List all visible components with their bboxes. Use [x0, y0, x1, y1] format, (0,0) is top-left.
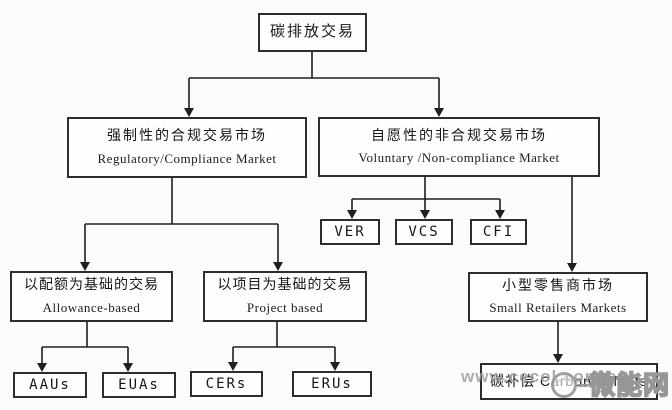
connector-lines	[41, 52, 573, 364]
node-cers: CERs	[190, 371, 263, 397]
node-label-en: Allowance-based	[42, 299, 141, 315]
node-small-retailers: 小型零售商市场 Small Retailers Markets	[468, 272, 648, 322]
node-ver: VER	[320, 219, 380, 245]
node-carbon-emissions-trading: 碳排放交易	[258, 13, 367, 52]
node-label: ERUs	[311, 376, 353, 392]
node-label-zh: 小型零售商市场	[502, 276, 614, 293]
node-aaus: AAUs	[13, 372, 87, 398]
logo-text: 微能网	[588, 370, 671, 400]
node-label: EUAs	[118, 377, 160, 393]
logo-dash	[578, 383, 588, 387]
watermark-url: www.cecol.com.cn	[461, 367, 629, 386]
node-project-based: 以项目为基础的交易 Project based	[203, 271, 367, 322]
node-label: CERs	[205, 376, 248, 392]
node-erus: ERUs	[292, 371, 372, 397]
node-label: 碳排放交易	[269, 23, 355, 41]
node-label-zh: 以配额为基础的交易	[24, 276, 159, 293]
node-label: CFI	[482, 224, 515, 240]
node-compliance-market: 强制性的合规交易市场 Regulatory/Compliance Market	[67, 117, 307, 178]
node-label-en: Regulatory/Compliance Market	[97, 150, 277, 166]
node-allowance-based: 以配额为基础的交易 Allowance-based	[10, 271, 173, 322]
node-label: VCS	[408, 224, 440, 240]
node-label-en: Project based	[246, 299, 324, 315]
node-label-en: Small Retailers Markets	[489, 300, 627, 316]
node-euas: EUAs	[102, 372, 176, 398]
node-cfi: CFI	[470, 219, 527, 245]
node-label-zh: 以项目为基础的交易	[217, 276, 353, 293]
node-label-zh: 自愿性的非合规交易市场	[371, 126, 547, 143]
arrowheads	[37, 108, 577, 372]
site-logo: 微能网	[551, 370, 671, 400]
node-label-en: Voluntary /Non-compliance Market	[358, 150, 560, 166]
node-vcs: VCS	[395, 219, 453, 245]
node-label: VER	[334, 224, 366, 240]
node-label-zh: 强制性的合规交易市场	[107, 127, 267, 144]
node-voluntary-market: 自愿性的非合规交易市场 Voluntary /Non-compliance Ma…	[318, 117, 600, 177]
logo-circle-icon	[551, 372, 577, 398]
node-label: AAUs	[29, 377, 71, 393]
